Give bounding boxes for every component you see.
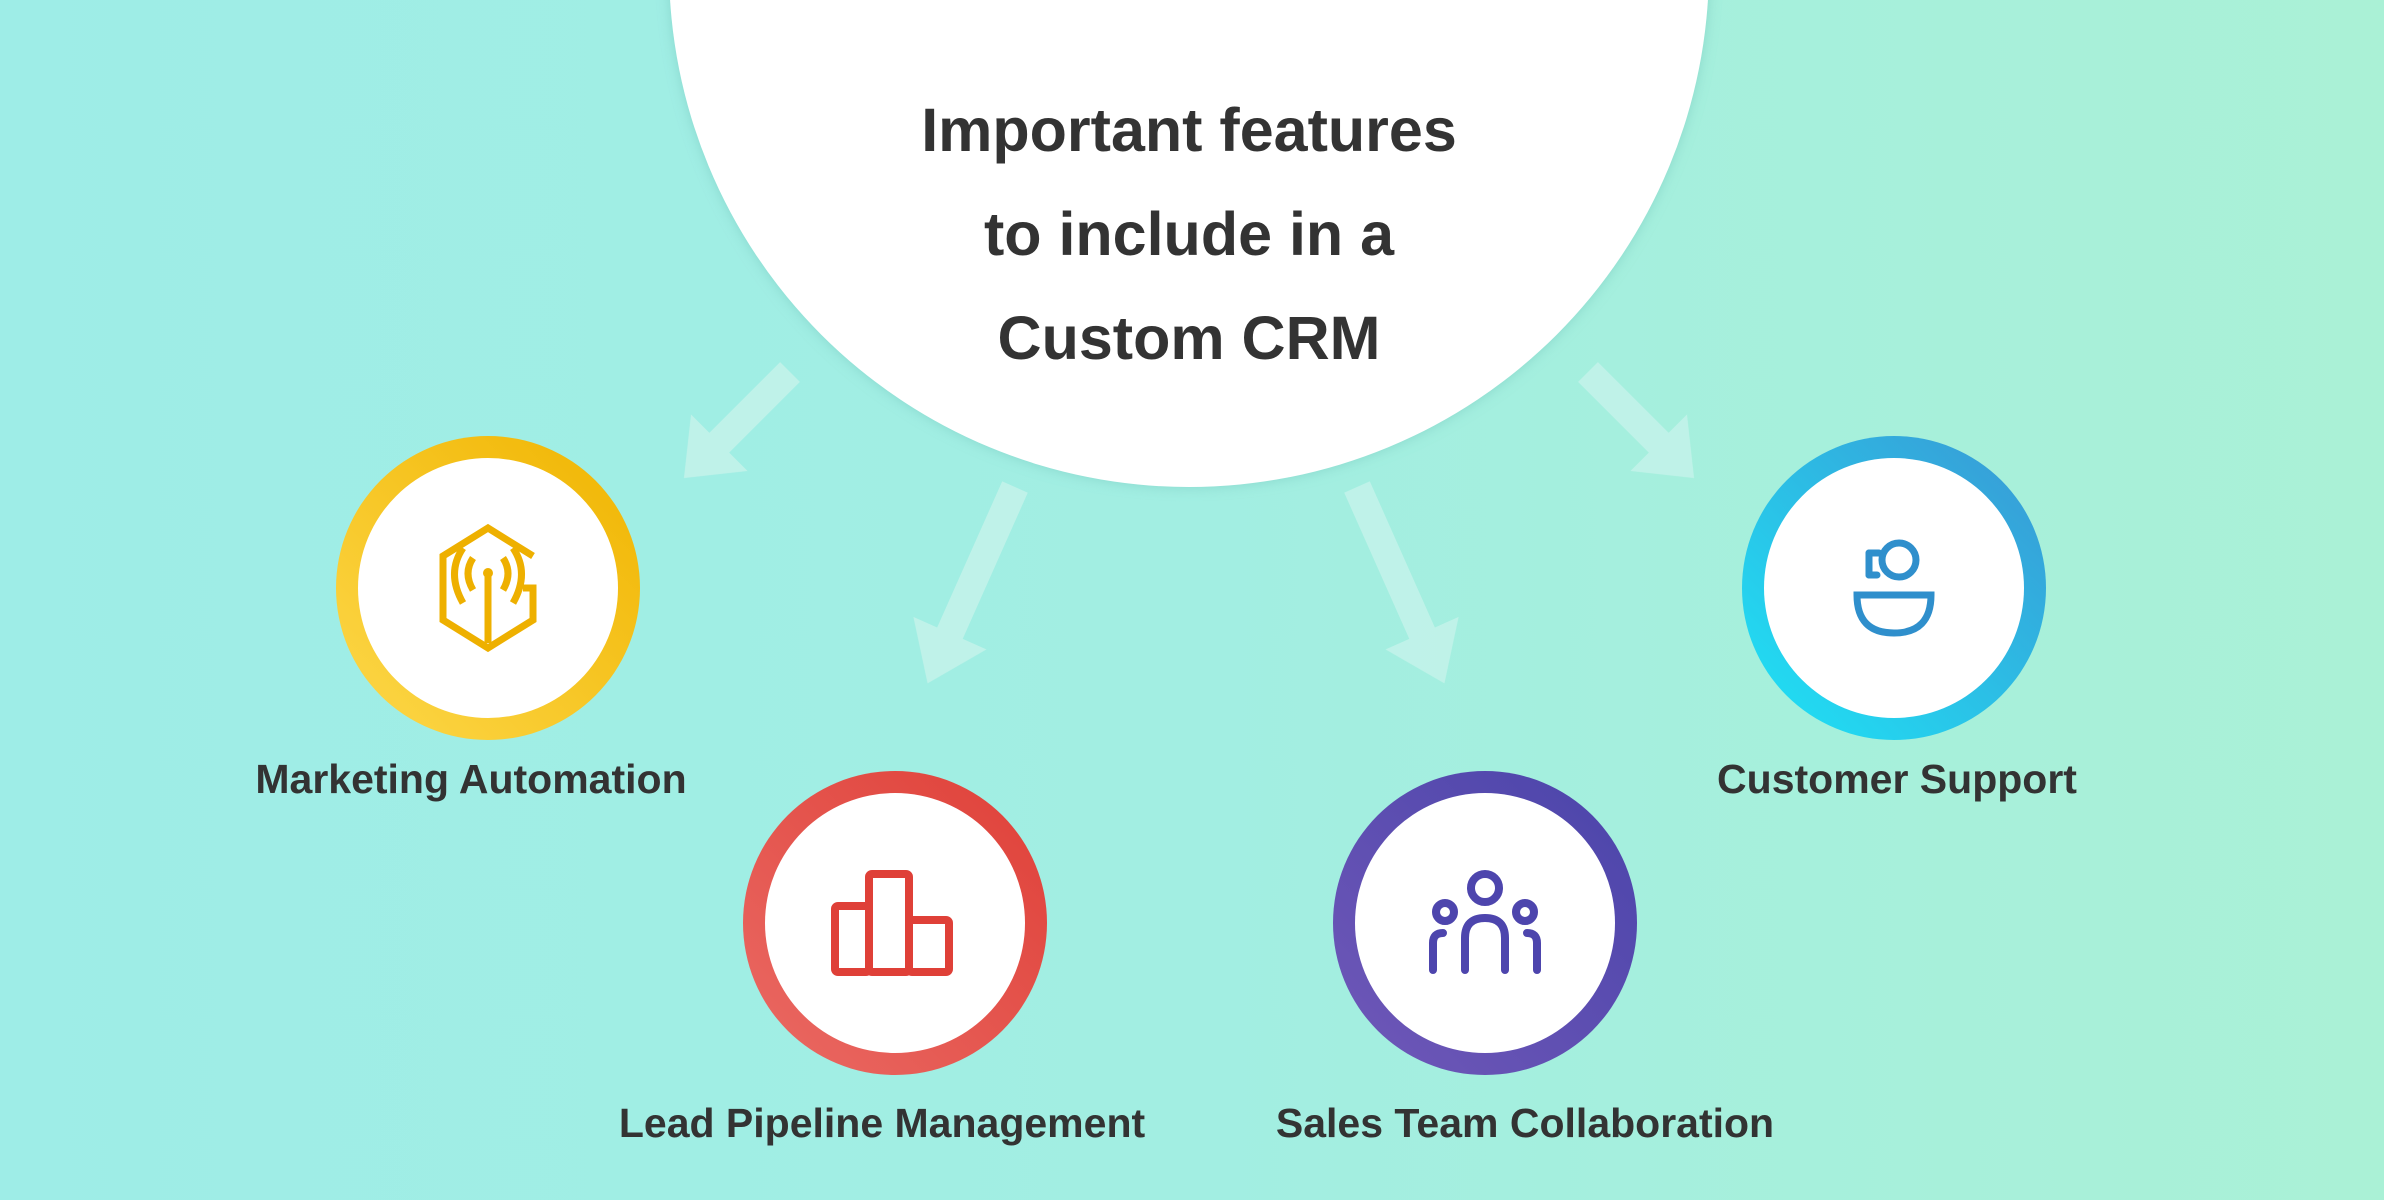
lead-pipeline-label: Lead Pipeline Management xyxy=(618,1100,1146,1146)
title-line-1: Important features xyxy=(921,96,1457,164)
arrow-to-support xyxy=(1578,362,1695,479)
sales-team-circle xyxy=(1333,771,1637,1075)
customer-support-label: Customer Support xyxy=(1717,756,2077,802)
marketing-automation-label: Marketing Automation xyxy=(255,756,687,802)
marketing-automation-circle xyxy=(336,436,640,740)
support-agent-icon xyxy=(1853,539,1935,637)
title-line-3: Custom CRM xyxy=(997,304,1381,372)
title-line-2: to include in a xyxy=(983,200,1395,268)
broadcast-hexagon-icon xyxy=(439,523,537,653)
sales-team-label: Sales Team Collaboration xyxy=(1275,1100,1775,1146)
arrow-to-lead xyxy=(913,481,1028,684)
page-title: Important features to include in a Custo… xyxy=(689,78,1689,390)
arrow-to-marketing xyxy=(683,362,800,479)
customer-support-circle xyxy=(1742,436,2046,740)
bar-chart-icon xyxy=(831,870,953,976)
arrow-to-sales xyxy=(1344,481,1459,684)
team-icon xyxy=(1429,870,1541,974)
lead-pipeline-circle xyxy=(743,771,1047,1075)
